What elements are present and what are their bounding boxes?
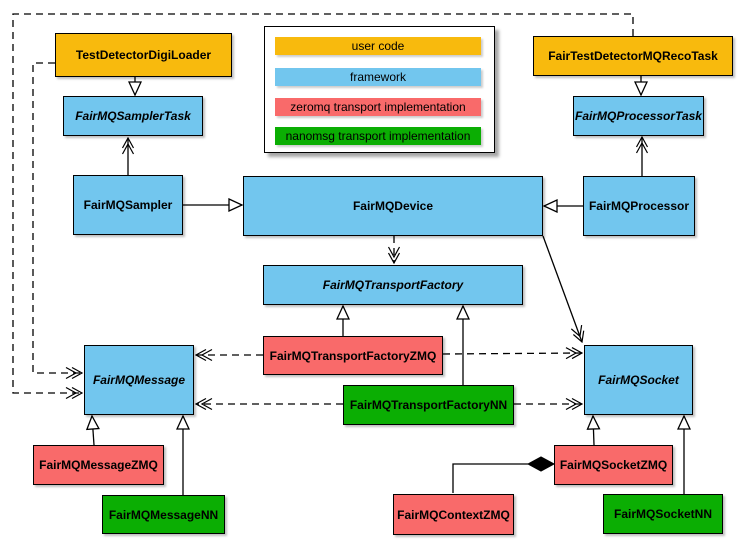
class-box-fairmq-sampler-task: FairMQSamplerTask bbox=[63, 96, 203, 136]
dependency-edges bbox=[12, 13, 634, 404]
inheritance-edges bbox=[92, 76, 684, 495]
class-box-fairmq-processor-task: FairMQProcessorTask bbox=[573, 96, 704, 136]
class-box-fairmq-transport-factory-zmq: FairMQTransportFactoryZMQ bbox=[263, 336, 443, 375]
legend-item-nanomsg: nanomsg transport implementation bbox=[275, 127, 481, 145]
class-box-fairmq-device: FairMQDevice bbox=[243, 176, 543, 236]
class-box-fairmq-transport-factory: FairMQTransportFactory bbox=[263, 265, 523, 305]
class-box-fairmq-socket-nn: FairMQSocketNN bbox=[603, 494, 723, 534]
class-box-fairmq-transport-factory-nn: FairMQTransportFactoryNN bbox=[343, 385, 514, 425]
composition-edge bbox=[452, 456, 556, 493]
legend-item-framework: framework bbox=[275, 68, 481, 86]
legend-item-user-code: user code bbox=[275, 37, 481, 55]
class-box-fairmq-message-nn: FairMQMessageNN bbox=[102, 495, 225, 534]
legend: user code framework zeromq transport imp… bbox=[264, 26, 495, 153]
class-box-test-detector-digi-loader: TestDetectorDigiLoader bbox=[55, 33, 232, 77]
class-box-fairmq-processor: FairMQProcessor bbox=[583, 176, 695, 236]
association-edges bbox=[128, 137, 642, 342]
class-box-fairmq-message: FairMQMessage bbox=[84, 345, 194, 415]
class-box-fairmq-socket-zmq: FairMQSocketZMQ bbox=[554, 445, 673, 485]
composition-diamond-icon bbox=[526, 456, 556, 472]
class-box-fairmq-socket: FairMQSocket bbox=[584, 345, 693, 415]
class-box-fairmq-context-zmq: FairMQContextZMQ bbox=[393, 494, 514, 535]
class-box-fairmq-sampler: FairMQSampler bbox=[73, 175, 183, 235]
legend-item-zeromq: zeromq transport implementation bbox=[275, 98, 481, 116]
class-box-fair-test-detector-mq-reco-task: FairTestDetectorMQRecoTask bbox=[533, 36, 733, 76]
class-box-fairmq-message-zmq: FairMQMessageZMQ bbox=[33, 445, 164, 485]
